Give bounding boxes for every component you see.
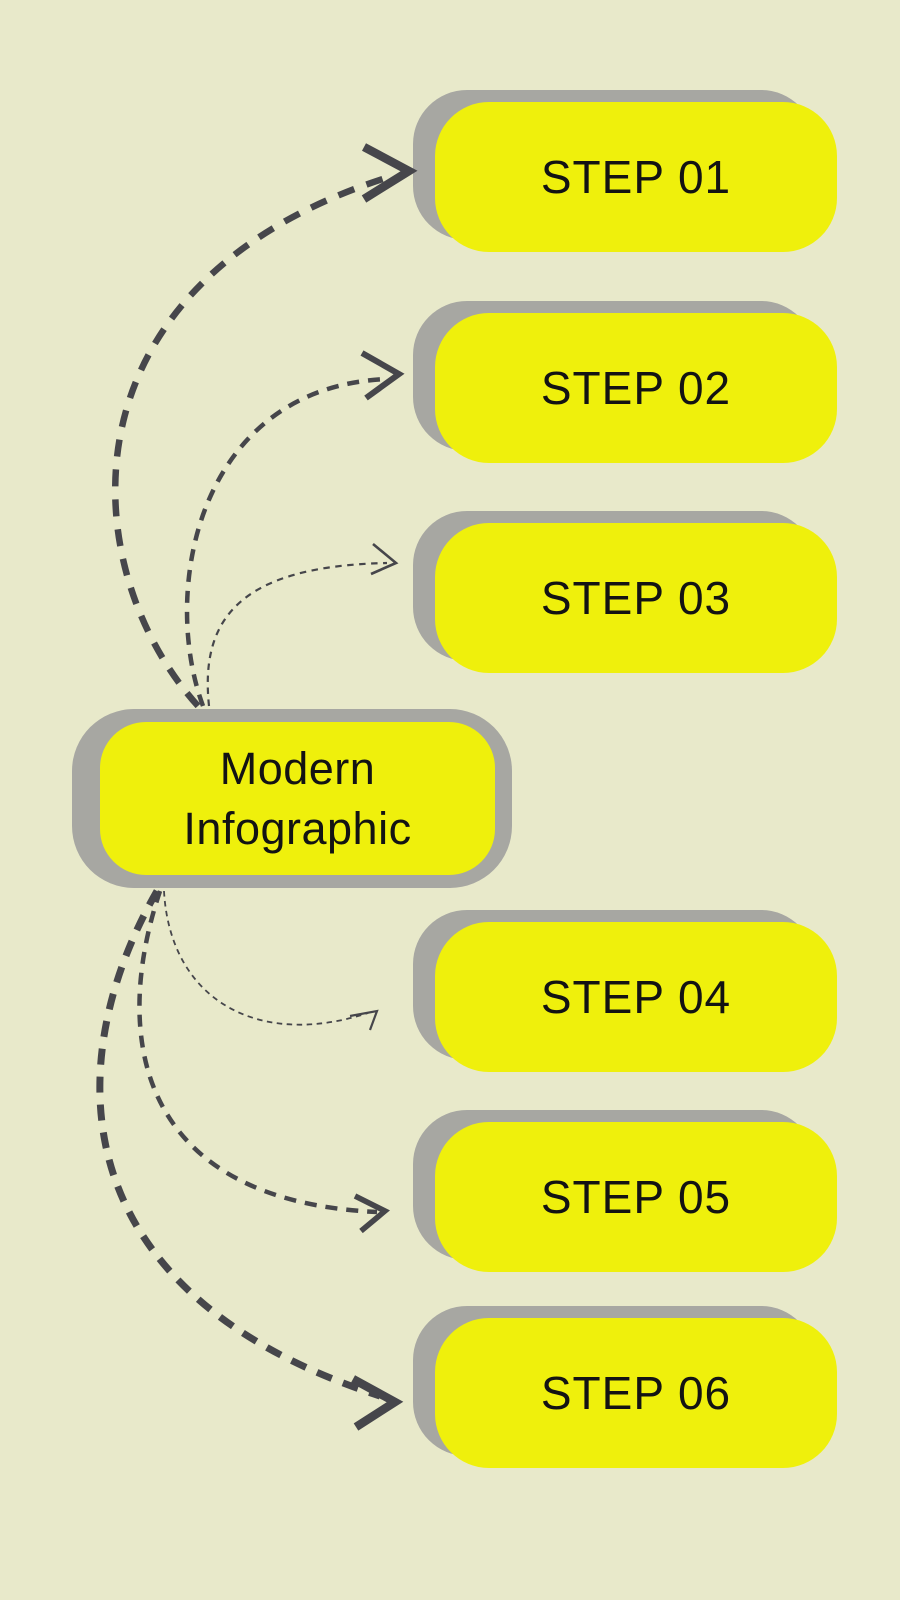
arrowhead-step-06-icon <box>350 1375 404 1431</box>
step-03-node: STEP 03 <box>413 511 837 673</box>
step-05-face: STEP 05 <box>435 1122 837 1272</box>
step-05-node: STEP 05 <box>413 1110 837 1272</box>
step-02-face: STEP 02 <box>435 313 837 463</box>
arrow-center-to-step-06 <box>96 889 382 1400</box>
center-node-label-line1: Modern <box>219 742 376 794</box>
arrowhead-step-03-icon <box>370 542 399 576</box>
arrowhead-step-01-icon <box>361 143 418 203</box>
step-06-node: STEP 06 <box>413 1306 837 1468</box>
center-node-label-line2: Infographic <box>183 802 412 854</box>
arrowhead-step-05-icon <box>353 1193 390 1234</box>
step-01-face: STEP 01 <box>435 102 837 252</box>
step-04-label: STEP 04 <box>540 971 732 1023</box>
arrowhead-step-02-icon <box>360 350 405 401</box>
arrow-center-to-step-02 <box>184 376 389 707</box>
center-node-modern-infographic: Modern Infographic <box>72 709 512 888</box>
arrow-center-to-step-03 <box>206 561 388 707</box>
step-03-face: STEP 03 <box>435 523 837 673</box>
step-03-label: STEP 03 <box>540 572 732 624</box>
step-05-label: STEP 05 <box>540 1171 732 1223</box>
step-06-face: STEP 06 <box>435 1318 837 1468</box>
arrow-center-to-step-05 <box>137 890 378 1215</box>
center-node-face: Modern Infographic <box>100 722 495 875</box>
step-02-node: STEP 02 <box>413 301 837 463</box>
arrow-center-to-step-04 <box>163 890 369 1026</box>
arrowhead-step-04-icon <box>349 1009 379 1031</box>
step-01-node: STEP 01 <box>413 90 837 252</box>
arrow-center-to-step-01 <box>112 172 393 709</box>
step-04-face: STEP 04 <box>435 922 837 1072</box>
step-01-label: STEP 01 <box>540 151 732 203</box>
step-06-label: STEP 06 <box>540 1367 732 1419</box>
step-02-label: STEP 02 <box>540 362 732 414</box>
step-04-node: STEP 04 <box>413 910 837 1072</box>
